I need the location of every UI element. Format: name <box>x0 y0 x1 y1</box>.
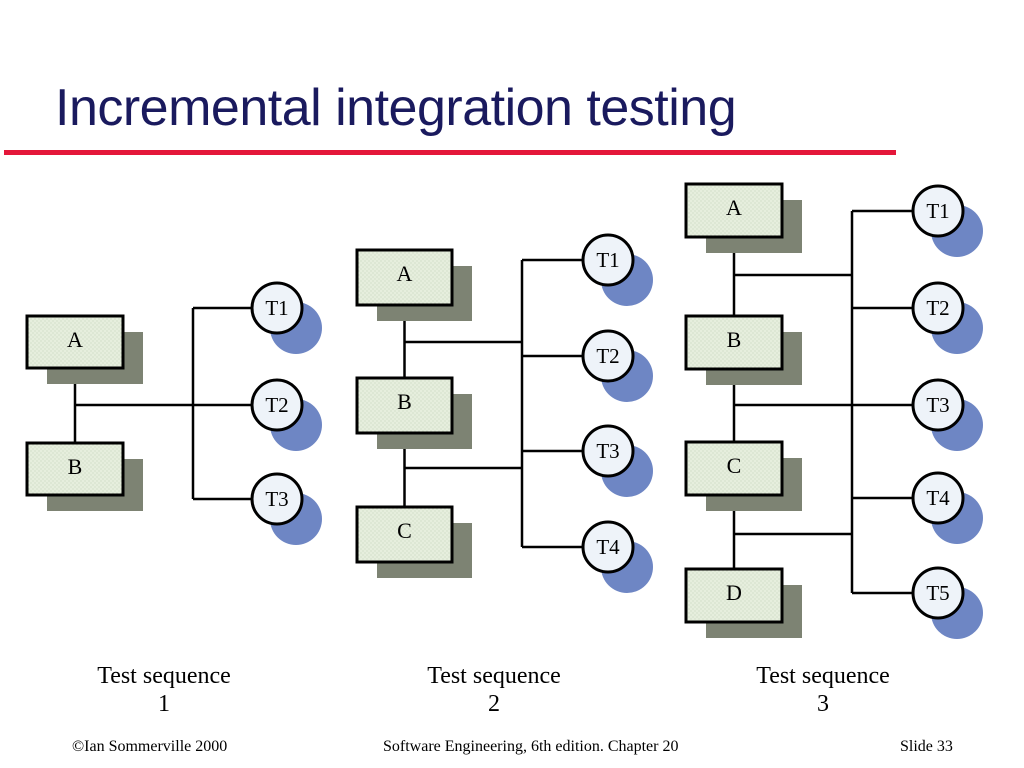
module-label: A <box>726 195 742 220</box>
test-t5-node: T5 <box>911 566 983 639</box>
test-t1-node: T1 <box>581 233 653 306</box>
module-box <box>355 376 454 435</box>
footer-slide-number: Slide 33 <box>900 738 953 755</box>
test-circle <box>911 566 965 620</box>
test-t4-node: T4 <box>911 471 983 544</box>
test-circle <box>250 281 304 335</box>
test-circle <box>911 281 965 335</box>
test-t1-node: T1 <box>911 184 983 257</box>
test-circle <box>581 520 635 574</box>
sequence-3-caption: Test sequence 3 <box>703 662 943 718</box>
test-circle <box>911 184 965 238</box>
module-label: B <box>727 327 742 352</box>
module-box <box>25 314 125 370</box>
test-t2-node: T2 <box>581 329 653 402</box>
test-t3-node: T3 <box>581 424 653 497</box>
test-label: T3 <box>596 439 619 463</box>
test-t4-node: T4 <box>581 520 653 593</box>
sequence-3-caption-line2: 3 <box>817 691 829 717</box>
module-label: C <box>397 518 412 543</box>
module-box <box>684 314 784 371</box>
title-underline <box>4 150 896 155</box>
test-t1-node: T1 <box>250 281 322 354</box>
sequence-2-caption-line2: 2 <box>488 691 500 717</box>
sequence-3-caption-line1: Test sequence <box>756 663 890 689</box>
test-label: T2 <box>926 296 949 320</box>
sequence-3-connectors <box>732 209 938 595</box>
sequence-2-caption: Test sequence 2 <box>374 662 614 718</box>
module-label: A <box>397 261 413 286</box>
module-box <box>684 567 784 624</box>
sequence-2-caption-line1: Test sequence <box>427 663 561 689</box>
test-label: T1 <box>926 199 949 223</box>
sequence-1-caption-line1: Test sequence <box>97 663 231 689</box>
test-circle <box>581 233 635 287</box>
module-box <box>25 441 125 497</box>
module-b-box: B <box>684 314 802 385</box>
module-label: A <box>67 327 83 352</box>
test-circle <box>911 378 965 432</box>
module-d-box: D <box>684 567 802 638</box>
footer-copyright: ©Ian Sommerville 2000 <box>72 738 228 755</box>
module-a-box: A <box>25 314 143 384</box>
module-b-box: B <box>355 376 472 449</box>
sequence-1-caption-line2: 1 <box>158 691 170 717</box>
module-label: B <box>397 389 412 414</box>
test-label: T2 <box>596 344 619 368</box>
module-box <box>684 182 784 239</box>
test-t2-node: T2 <box>911 281 983 354</box>
test-label: T3 <box>926 393 949 417</box>
test-t3-node: T3 <box>911 378 983 451</box>
test-label: T1 <box>265 296 288 320</box>
module-c-box: C <box>355 505 472 578</box>
sequence-1-connectors <box>73 306 277 501</box>
test-t2-node: T2 <box>250 378 322 451</box>
test-circle <box>250 378 304 432</box>
module-box <box>355 248 454 307</box>
test-circle <box>911 471 965 525</box>
test-label: T5 <box>926 581 949 605</box>
module-a-box: A <box>355 248 472 321</box>
module-b-box: B <box>25 441 143 511</box>
test-t3-node: T3 <box>250 472 322 545</box>
test-label: T3 <box>265 487 288 511</box>
test-circle <box>581 424 635 478</box>
slide-title: Incremental integration testing <box>55 79 737 137</box>
test-label: T1 <box>596 248 619 272</box>
module-c-box: C <box>684 440 802 511</box>
test-label: T4 <box>596 535 620 559</box>
module-box <box>684 440 784 497</box>
module-label: C <box>727 453 742 478</box>
module-label: D <box>726 580 742 605</box>
footer-book: Software Engineering, 6th edition. Chapt… <box>383 738 679 755</box>
test-circle <box>581 329 635 383</box>
test-circle <box>250 472 304 526</box>
module-box <box>355 505 454 564</box>
test-label: T4 <box>926 486 950 510</box>
module-label: B <box>68 454 83 479</box>
module-a-box: A <box>684 182 802 253</box>
test-label: T2 <box>265 393 288 417</box>
sequence-1-caption: Test sequence 1 <box>44 662 284 718</box>
